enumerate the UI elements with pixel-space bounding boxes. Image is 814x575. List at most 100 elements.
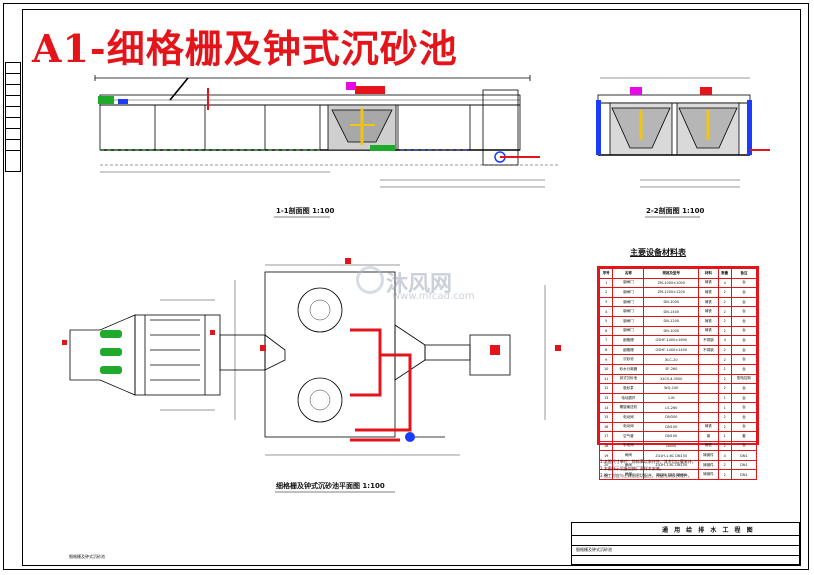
table-cell: ZM-1200×1200 [643,287,700,298]
table-cell: 2 [717,344,732,356]
table-cell [698,411,719,423]
table-cell: 细格栅 [612,344,645,356]
table-cell: 空气管 [612,431,645,442]
table-cell: 铸铁 [698,440,719,452]
table-cell: 台 [730,306,758,317]
table-cell: 台 [730,296,758,308]
table-cell: 2 [717,440,732,452]
table-cell: DN-1200 [643,315,700,327]
table-cell: 沉砂池 [612,354,645,365]
table-cell: 2 [717,296,732,308]
table-cell: 2 [717,354,732,365]
table-cell: 不锈钢 [698,335,719,346]
table-cell: 台 [730,287,758,298]
outer-border [3,3,809,570]
table-cell: 15 [598,411,614,423]
table-cell [698,392,719,404]
table-cell: 2 [717,459,732,471]
table-cell: 配电控制 [730,373,758,385]
table-cell: 钢闸门 [612,315,645,327]
title-block-name: 通 用 给 排 水 工 程 图 [662,527,755,534]
table-cell: 铸铁 [698,277,719,289]
note-line: 2.本图所示设备应按厂家样本安装。 [600,466,664,471]
table-cell: 铸铁 [698,287,719,298]
equipment-table-title: 主要设备材料表 [630,248,686,257]
table-cell: 铸铁 [698,421,719,433]
table-cell: DN-1000 [643,325,700,337]
table-cell: 2 [717,287,732,298]
table-cell [698,354,719,365]
table-cell: 铸铁 [698,325,719,337]
note-line: 1.本图尺寸单位：除标高以米计外，其余均以毫米计。 [600,459,696,464]
table-cell: 11 [598,373,614,385]
table-cell: 1 [717,392,732,404]
left-info-strip: 细格栅及钟式沉砂池 [22,548,570,565]
table-cell: 2 [717,469,732,481]
table-cell: 细格栅 [612,335,645,346]
table-cell: 吸砂泵 [612,383,645,394]
table-cell: DN-1000 [643,296,700,308]
table-cell: 台 [730,421,758,433]
drawing-name-small: 细格栅及钟式沉砂池 [69,554,105,559]
table-cell [698,363,719,375]
table-cell: 台 [730,440,758,452]
table-cell: 8 [598,344,614,356]
note-line: 3.施工时应与土建图密切配合，预留孔洞及预埋件。 [600,473,692,478]
green-equipment [98,96,114,104]
table-cell: 1.0t [643,392,700,404]
table-cell: 2 [717,306,732,317]
watermark-url: www.mfcad.com [392,291,475,302]
table-cell: 4 [717,450,732,461]
table-cell: 2 [717,325,732,337]
table-cell: 2 [717,411,732,423]
table-cell: 钢闸门 [612,277,645,289]
plan-caption: 细格栅及钟式沉砂池平面图 1:100 [276,482,385,490]
table-cell: DN1 [730,469,758,481]
table-cell: 铸铁 [698,296,719,308]
table-cell: 16 [598,421,614,433]
section-2-2 [597,77,751,188]
table-cell: LS-260 [643,402,700,413]
binding-strip [5,62,21,172]
watermark-logo-icon [356,266,384,294]
table-header-cell: 数量 [717,268,732,279]
table-cell: 台 [730,325,758,337]
table-header-cell: 规格及型号 [643,268,700,279]
table-cell: 14 [598,402,614,413]
table-cell: 台 [730,392,758,404]
table-cell: 铸钢件 [698,469,719,481]
table-cell [698,383,719,394]
table-cell: 台 [730,363,758,375]
table-cell: 钢闸门 [612,296,645,308]
table-cell: 铸钢件 [698,450,719,461]
title-block-drawing: 细格栅及钟式沉砂池 [576,547,612,552]
table-cell: DN50 [643,440,700,452]
table-cell: 电动阀 [612,411,645,423]
sheet-title: A1-细格栅及钟式沉砂池 [32,26,458,71]
table-cell: 2 [717,373,732,385]
table-cell: XLCS-Ⅱ-3000 [643,373,700,385]
table-cell: 5 [598,315,614,327]
table-cell: DN1 [730,450,758,461]
table-cell: 13 [598,392,614,404]
table-cell: 手动阀 [612,440,645,452]
table-cell: 9 [598,354,614,365]
table-cell: DN300 [643,411,700,423]
watermark-text: 沐风网 [386,272,453,297]
table-cell: GSHF-1400×1400 [643,344,700,356]
table-cell: 钢闸门 [612,325,645,337]
table-header-cell: 序号 [598,268,614,279]
table-cell: XLC-20 [643,354,700,365]
table-cell: 4 [598,306,614,317]
table-cell: DN100 [643,421,700,433]
